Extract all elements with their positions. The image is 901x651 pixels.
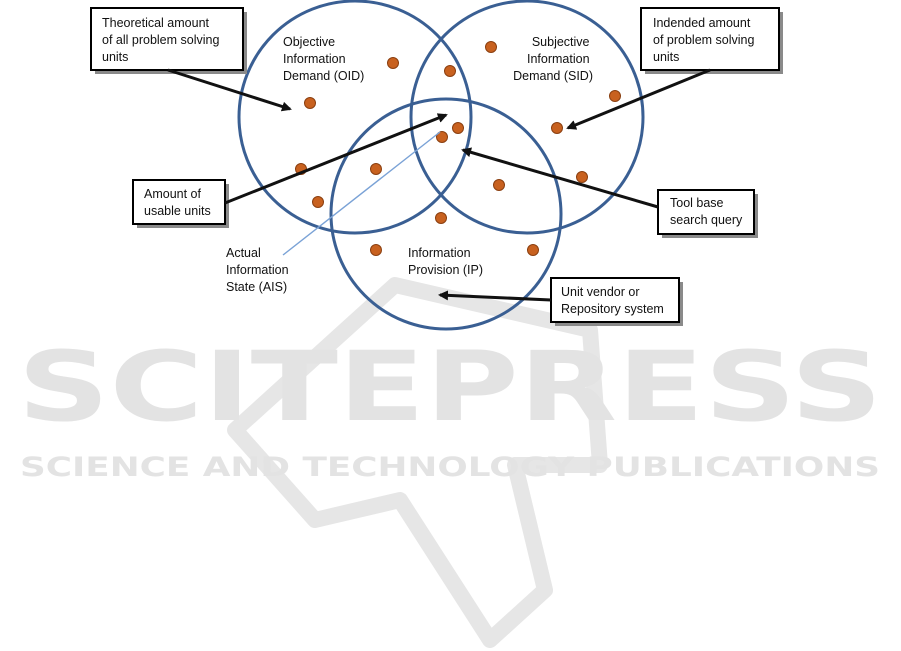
ais-connector — [282, 131, 441, 256]
unit-dot — [312, 196, 324, 208]
unit-dot — [485, 41, 497, 53]
callout-usable: Amount of usable units — [132, 179, 229, 228]
callout-theoretical: Theoretical amount of all problem solvin… — [90, 7, 247, 74]
unit-dot — [527, 244, 539, 256]
unit-dot — [551, 122, 563, 134]
unit-dot — [370, 244, 382, 256]
callout-vendor-text: Unit vendor or Repository system — [561, 285, 664, 316]
unit-dot — [436, 131, 448, 143]
arrow-intended — [566, 68, 711, 130]
unit-dot — [387, 57, 399, 69]
watermark-title: SCITEPRESS — [18, 331, 883, 443]
unit-dot — [609, 90, 621, 102]
arrow-usable — [224, 113, 448, 205]
callout-intended-text: Indended amount of problem solving units — [653, 16, 758, 64]
unit-dot — [576, 171, 588, 183]
callout-usable-text: Amount of usable units — [144, 187, 211, 218]
oid-label: Objective Information Demand (OID) — [283, 35, 364, 83]
unit-dot — [493, 179, 505, 191]
callout-tool-text: Tool base search query — [670, 196, 743, 227]
watermark: SCITEPRESS SCIENCE AND TECHNOLOGY PUBLIC… — [18, 277, 883, 648]
oid-circle — [237, 0, 473, 235]
ip-label: Information Provision (IP) — [408, 246, 483, 277]
callout-tool: Tool base search query — [657, 189, 758, 238]
unit-dot — [304, 97, 316, 109]
arrow-theoretical — [167, 68, 292, 112]
ais-label: Actual Information State (AIS) — [226, 246, 292, 294]
unit-dot — [435, 212, 447, 224]
callout-intended: Indended amount of problem solving units — [640, 7, 783, 74]
ip-circle — [329, 97, 563, 331]
callout-theoretical-text: Theoretical amount of all problem solvin… — [102, 16, 223, 64]
watermark-subtitle: SCIENCE AND TECHNOLOGY PUBLICATIONS — [20, 452, 880, 483]
watermark-shape — [227, 277, 608, 648]
unit-dot — [452, 122, 464, 134]
arrow-tool — [461, 147, 659, 209]
arrow-vendor — [438, 290, 552, 302]
sid-label: Subjective Information Demand (SID) — [513, 35, 593, 83]
unit-dot — [370, 163, 382, 175]
unit-dot — [444, 65, 456, 77]
venn-circles — [237, 0, 645, 331]
arrows — [167, 68, 711, 302]
sid-circle — [409, 0, 645, 235]
callout-vendor: Unit vendor or Repository system — [550, 277, 683, 326]
